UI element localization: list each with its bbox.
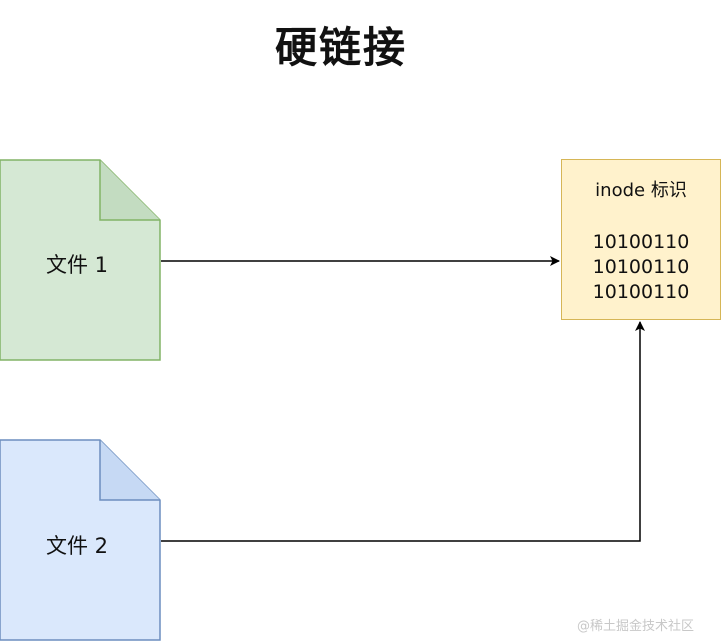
inode-bit-line: 10100110 — [592, 256, 690, 278]
file2-label: 文件 2 — [46, 534, 109, 558]
inode-bit-line: 10100110 — [592, 231, 690, 253]
inode-title: inode 标识 — [595, 180, 687, 201]
file1-label: 文件 1 — [46, 253, 109, 277]
file2-document-fold — [99, 440, 160, 501]
inode-bits: 10100110 10100110 10100110 — [562, 230, 720, 305]
watermark: @稀土掘金技术社区 — [576, 619, 694, 634]
file1-document — [0, 159, 161, 361]
diagram-title: 硬链接 — [274, 23, 407, 72]
file1-document-fold — [99, 160, 160, 221]
arrow-file2-to-inode — [161, 321, 645, 542]
file2-document — [0, 439, 161, 641]
inode-bit-line: 10100110 — [592, 281, 690, 303]
inode-box: inode 标识 10100110 10100110 10100110 — [561, 159, 721, 320]
